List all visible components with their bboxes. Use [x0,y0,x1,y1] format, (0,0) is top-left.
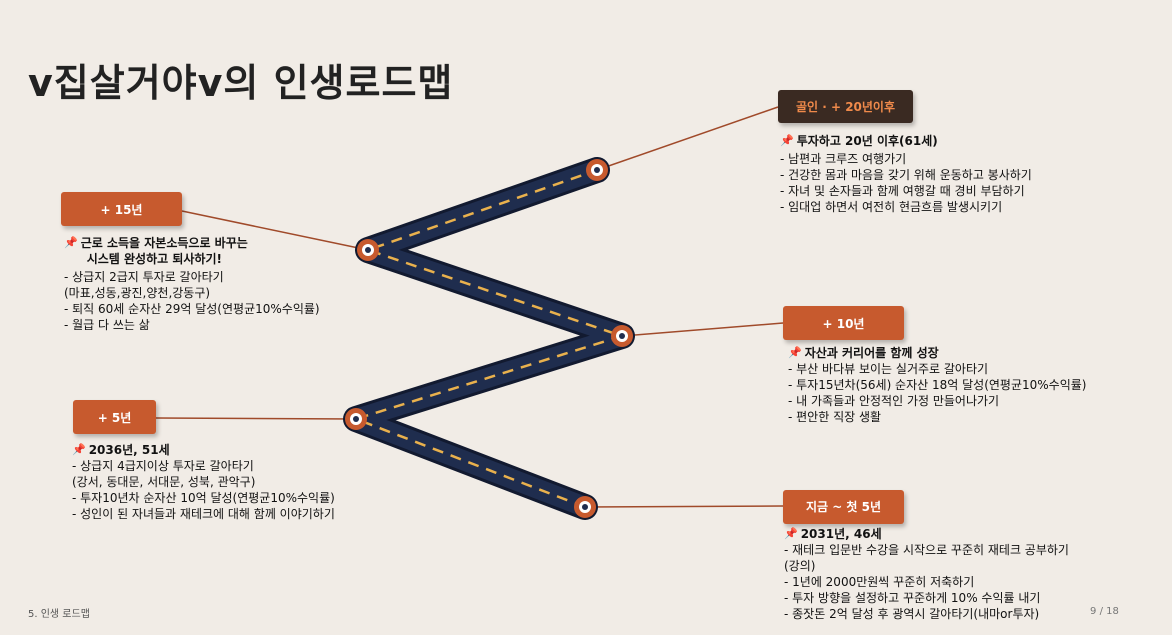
connector-line [181,210,369,251]
page-separator: / [1099,606,1103,617]
stage-details: 📌2036년, 51세 - 상급지 4급지이상 투자로 갈아타기 (강서, 동대… [72,442,335,522]
stage-tag: 골인 · + 20년이후 [778,90,913,123]
pushpin-icon: 📌 [64,236,78,249]
stage-item: - 부산 바다뷰 보이는 실거주로 갈아타기 [788,362,989,376]
stage-heading: 근로 소득을 자본소득으로 바꾸는 [80,236,248,250]
stage-heading: 2036년, 51세 [88,443,170,457]
stage-heading: 시스템 완성하고 퇴사하기! [86,252,222,266]
stage-item: - 내 가족들과 안정적인 가정 만들어나가기 [788,394,1000,408]
connector-line [596,106,779,171]
stage-item: - 종잣돈 2억 달성 후 광역시 갈아타기(내마or투자) [784,607,1040,621]
stage-item: (강의) [784,559,816,573]
road-node [574,496,596,518]
pushpin-icon: 📌 [788,346,802,359]
stage-item: - 투자15년차(56세) 순자산 18억 달성(연평균10%수익률) [788,378,1087,392]
stage-tag: + 15년 [61,192,182,226]
stage-item: - 월급 다 쓰는 삶 [64,318,150,332]
stage-item: - 성인이 된 자녀들과 재테크에 대해 함께 이야기하기 [72,507,335,521]
stage-item: - 상급지 4급지이상 투자로 갈아타기 [72,459,254,473]
pushpin-icon: 📌 [784,527,798,540]
stage-item: (강서, 동대문, 서대문, 성북, 관악구) [72,475,256,489]
stage-tag: 지금 ~ 첫 5년 [783,490,904,524]
stage-details: 📌자산과 커리어를 함께 성장 - 부산 바다뷰 보이는 실거주로 갈아타기 -… [788,345,1086,425]
stage-item: - 편안한 직장 생활 [788,410,882,424]
stage-item: - 자녀 및 손자들과 함께 여행갈 때 경비 부담하기 [780,184,1025,198]
page-number: 9 [1090,606,1097,617]
pushpin-icon: 📌 [72,443,86,456]
stage-item: - 1년에 2000만원씩 꾸준히 저축하기 [784,575,975,589]
stage-item: (마표,성동,광진,양천,강동구) [64,286,211,300]
stage-details: 📌 근로 소득을 자본소득으로 바꾸는 시스템 완성하고 퇴사하기! - 상급지… [64,235,320,333]
stage-tag: + 5년 [73,400,156,434]
stage-item: - 상급지 2급지 투자로 갈아타기 [64,270,224,284]
stage-item: - 재테크 입문반 수강을 시작으로 꾸준히 재테크 공부하기 [784,543,1069,557]
stage-item: - 남편과 크루즈 여행가기 [780,152,907,166]
connector-line [584,505,784,508]
stage-tag: + 10년 [783,306,904,340]
page-indicator: 9 / 18 [1090,606,1119,617]
stage-item: - 퇴직 60세 순자산 29억 달성(연평균10%수익률) [64,302,320,316]
stage-heading: 2031년, 46세 [800,527,882,541]
stage-item: - 건강한 몸과 마음을 갖기 위해 운동하고 봉사하기 [780,168,1032,182]
road-node [586,159,608,181]
stage-item: - 임대업 하면서 여전히 현금흐름 발생시키기 [780,200,1003,214]
road-node [611,325,633,347]
stage-item: - 투자 방향을 설정하고 꾸준하게 10% 수익률 내기 [784,591,1041,605]
stage-details: 📌투자하고 20년 이후(61세) - 남편과 크루즈 여행가기 - 건강한 몸… [780,133,1032,215]
connector-line [155,417,357,420]
road-node [357,239,379,261]
stage-heading: 자산과 커리어를 함께 성장 [804,346,939,360]
pushpin-icon: 📌 [780,134,794,147]
page-title: v집살거야v의 인생로드맵 [28,61,454,105]
road-node [345,408,367,430]
connector-line [621,322,784,337]
stage-item: - 투자10년차 순자산 10억 달성(연평균10%수익률) [72,491,335,505]
stage-details: 📌2031년, 46세 - 재테크 입문반 수강을 시작으로 꾸준히 재테크 공… [784,526,1069,622]
footer-section-label: 5. 인생 로드맵 [28,609,90,620]
page-total: 18 [1106,606,1119,617]
stage-heading: 투자하고 20년 이후(61세) [796,134,938,148]
